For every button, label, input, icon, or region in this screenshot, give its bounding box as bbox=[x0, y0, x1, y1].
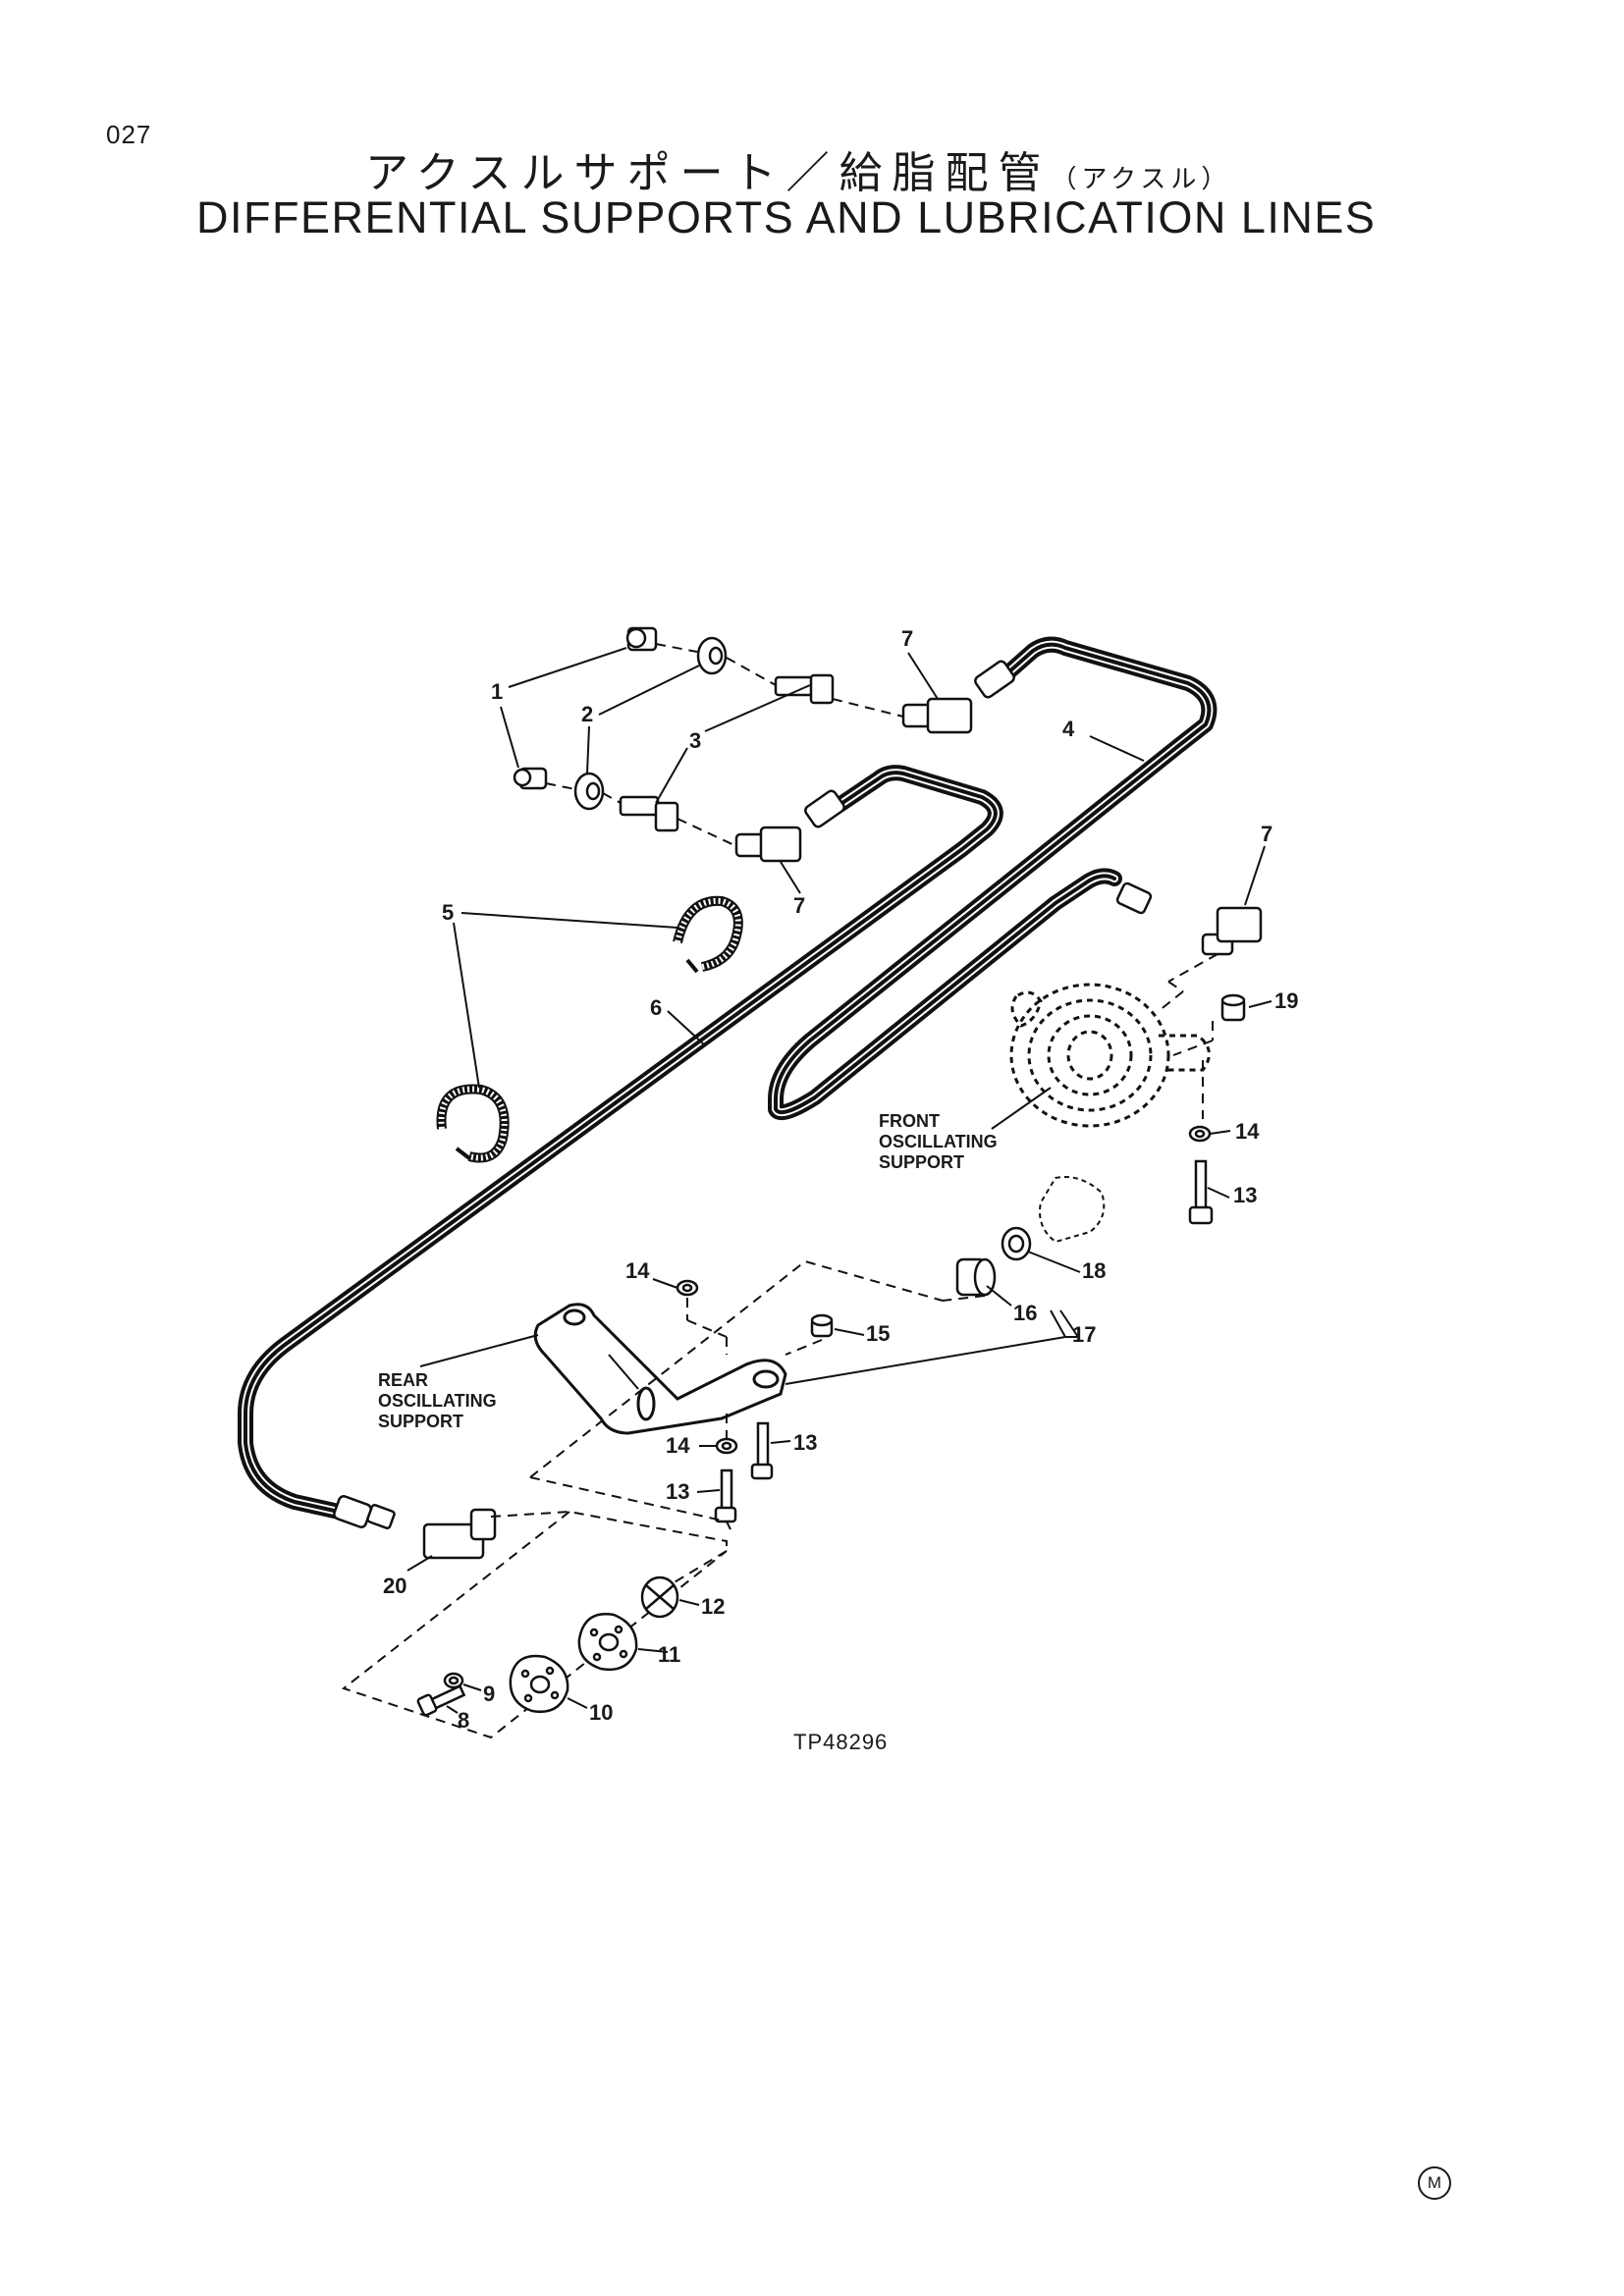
washer-9 bbox=[443, 1672, 464, 1689]
callout-14-right: 14 bbox=[1235, 1119, 1260, 1144]
callout-7-middle: 7 bbox=[793, 893, 805, 918]
callout-20: 20 bbox=[383, 1574, 406, 1598]
front-oscillating-support bbox=[1009, 983, 1211, 1128]
callout-7-top: 7 bbox=[901, 626, 913, 651]
figure-id: TP48296 bbox=[793, 1730, 888, 1754]
page-title-japanese: アクスルサポート／給脂配管（アクスル） bbox=[365, 137, 1231, 200]
callout-10: 10 bbox=[589, 1700, 613, 1725]
callout-1: 1 bbox=[491, 679, 503, 704]
rear-oscillating-support bbox=[533, 1303, 787, 1435]
grease-fitting-1-upper bbox=[625, 626, 658, 652]
callout-19: 19 bbox=[1274, 988, 1298, 1013]
elbow-3-lower bbox=[619, 795, 679, 832]
front-label-line-3: SUPPORT bbox=[879, 1152, 964, 1172]
rear-label-line-1: REAR bbox=[378, 1370, 428, 1390]
callout-7-right: 7 bbox=[1261, 822, 1272, 846]
elbow-7-right bbox=[1201, 906, 1263, 956]
bushing-16 bbox=[955, 1257, 997, 1297]
page-number: 027 bbox=[106, 120, 152, 149]
phantom-shaft bbox=[1039, 1176, 1106, 1244]
callout-18: 18 bbox=[1082, 1258, 1106, 1283]
hose-4 bbox=[768, 636, 1218, 1120]
callout-15: 15 bbox=[866, 1321, 890, 1346]
callout-13-lower: 13 bbox=[666, 1479, 689, 1504]
washer-14-right bbox=[1188, 1125, 1212, 1143]
callout-2: 2 bbox=[581, 702, 593, 726]
callout-14-bottom: 14 bbox=[666, 1433, 690, 1458]
callout-numbers: 1 2 3 4 5 6 7 7 7 8 9 10 11 12 13 13 13 … bbox=[383, 626, 1298, 1733]
hose-6 bbox=[238, 765, 1003, 1520]
callout-13-right: 13 bbox=[1233, 1183, 1257, 1207]
flange-11 bbox=[577, 1613, 638, 1672]
rear-label-line-2: OSCILLATING bbox=[378, 1391, 497, 1411]
plate-12 bbox=[640, 1575, 679, 1619]
manufacturer-mark: M bbox=[1418, 2166, 1451, 2200]
rear-label-line-3: SUPPORT bbox=[378, 1412, 463, 1431]
adapter-2-upper bbox=[696, 636, 728, 675]
bolt-13-right bbox=[1188, 1159, 1214, 1225]
elbow-20 bbox=[422, 1508, 497, 1560]
washer-14-bottom bbox=[715, 1437, 738, 1455]
title-jp-main: アクスルサポート／給脂配管 bbox=[365, 148, 1052, 198]
front-label-line-1: FRONT bbox=[879, 1111, 940, 1131]
plug-19 bbox=[1220, 993, 1246, 1022]
callout-leaders bbox=[406, 647, 1272, 1714]
callout-14-top: 14 bbox=[625, 1258, 650, 1283]
callout-17: 17 bbox=[1072, 1322, 1096, 1347]
hose-end-fittings bbox=[333, 660, 1153, 1529]
front-label-line-2: OSCILLATING bbox=[879, 1132, 998, 1151]
washer-14-top bbox=[676, 1279, 699, 1297]
bolt-8 bbox=[416, 1684, 466, 1717]
callout-12: 12 bbox=[701, 1594, 725, 1619]
gasket-10 bbox=[509, 1654, 569, 1714]
callout-8: 8 bbox=[458, 1708, 469, 1733]
adapter-2-lower bbox=[573, 772, 605, 811]
elbow-7-top bbox=[901, 697, 973, 734]
rear-support-label: REAR OSCILLATING SUPPORT bbox=[378, 1370, 497, 1431]
elbow-3-upper bbox=[774, 673, 835, 705]
callout-4: 4 bbox=[1062, 717, 1075, 741]
callout-13-middle: 13 bbox=[793, 1430, 817, 1455]
callout-16: 16 bbox=[1013, 1301, 1037, 1325]
bushing-18 bbox=[1001, 1226, 1032, 1261]
clamp-5-lower bbox=[436, 1084, 510, 1163]
front-support-label: FRONT OSCILLATING SUPPORT bbox=[879, 1111, 998, 1172]
callout-6: 6 bbox=[650, 995, 662, 1020]
title-jp-sub: （アクスル） bbox=[1051, 165, 1232, 194]
grease-fitting-1-lower bbox=[513, 767, 548, 790]
clamp-5-upper bbox=[673, 895, 743, 974]
plug-15 bbox=[810, 1313, 834, 1338]
bolt-13-middle bbox=[750, 1421, 774, 1480]
page-title-english: DIFFERENTIAL SUPPORTS AND LUBRICATION LI… bbox=[196, 192, 1377, 242]
callout-11: 11 bbox=[658, 1642, 680, 1667]
callout-3: 3 bbox=[689, 728, 701, 753]
bolt-13-lower bbox=[714, 1468, 737, 1523]
assembly-guide-lines-middle bbox=[529, 1259, 986, 1532]
elbow-7-middle bbox=[734, 826, 802, 863]
callout-5: 5 bbox=[442, 900, 454, 925]
callout-9: 9 bbox=[483, 1682, 495, 1706]
